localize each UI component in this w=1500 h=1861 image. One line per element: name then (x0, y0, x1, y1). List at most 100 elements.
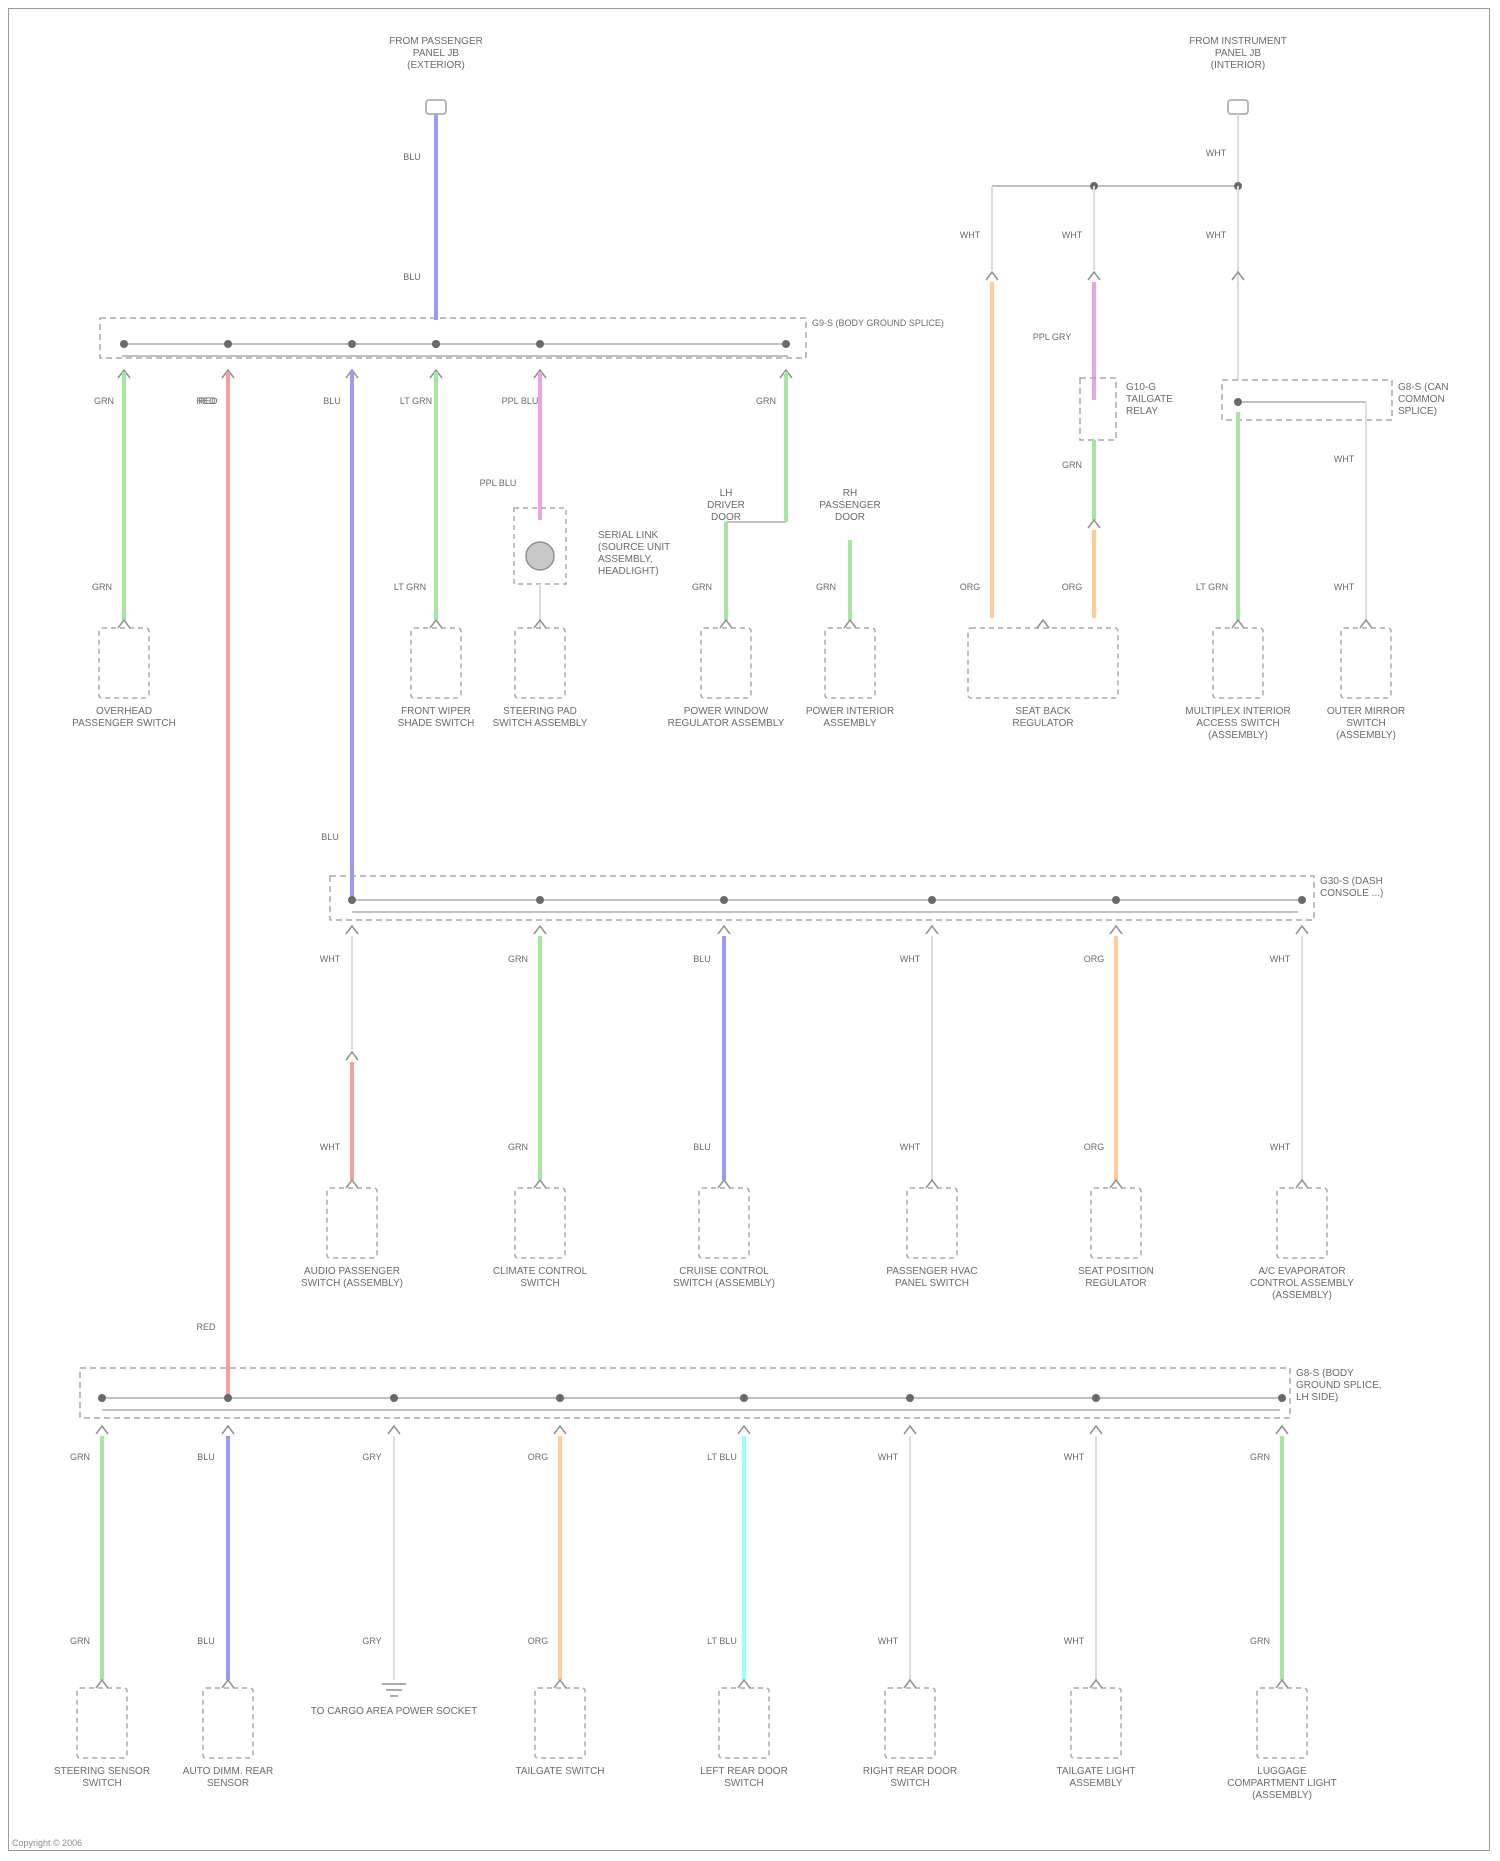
component-power-interior-body (825, 628, 875, 698)
component-row2-2-body (699, 1188, 749, 1258)
component-row2-0-connector (346, 1180, 358, 1188)
component-row3-4-label: LEFT REAR DOORSWITCH (700, 1766, 788, 1789)
junction-dot (782, 340, 790, 348)
wire-label-0: GRN (70, 1452, 90, 1462)
splice-label-violet: G10-GTAILGATERELAY (1126, 382, 1173, 417)
wire-label-0: WHT (320, 954, 341, 964)
component-row2-4-connector (1110, 1180, 1122, 1188)
source-label-right: FROM INSTRUMENTPANEL JB(INTERIOR) (1189, 36, 1287, 71)
component-row2-4-body (1091, 1188, 1141, 1258)
connector-pin (1088, 272, 1100, 280)
junction-dot (98, 1394, 106, 1402)
component-row3-5-connector (904, 1680, 916, 1688)
splice-label-top: G9-S (BODY GROUND SPLICE) (812, 318, 944, 328)
wire-label-3: WHT (900, 1142, 921, 1152)
component-seat-regulator-connector (1037, 620, 1049, 628)
wire-label-5: WHT (1270, 954, 1291, 964)
component-window-regulator-label: POWER WINDOWREGULATOR ASSEMBLY (668, 706, 785, 729)
wire-label-wht: WHT (1206, 230, 1227, 240)
splice-box-top (100, 318, 806, 358)
junction-dot (556, 1394, 564, 1402)
wire-label-red: RED (196, 396, 216, 406)
component-row3-4-connector (738, 1680, 750, 1688)
wire-label-3: ORG (528, 1452, 549, 1462)
wire-label-blu: BLU (321, 832, 339, 842)
component-outer-mirror-connector (1360, 620, 1372, 628)
wire-label-0: GRN (94, 396, 114, 406)
component-row2-0-body (327, 1188, 377, 1258)
wire-label-grn: GRN (692, 582, 712, 592)
wire-label-5: GRN (756, 396, 776, 406)
wire-label-grn: GRN (816, 582, 836, 592)
component-overhead-switch-connector (118, 620, 130, 628)
ground-label: TO CARGO AREA POWER SOCKET (311, 1706, 478, 1717)
splice-pin (346, 926, 358, 934)
wire-label-ltgrn: LT GRN (394, 582, 426, 592)
wire-label-grn: GRN (92, 582, 112, 592)
splice-pin (1296, 926, 1308, 934)
component-steering-pad-body (515, 628, 565, 698)
wire-label-1: GRN (508, 954, 528, 964)
junction-dot (1234, 398, 1242, 406)
wire-label-2: GRY (362, 1636, 381, 1646)
wire-label-4: ORG (1084, 954, 1105, 964)
splice-pin (904, 1426, 916, 1434)
wire-label-4: PPL BLU (502, 396, 539, 406)
splice-pin (738, 1426, 750, 1434)
wire-label-org: ORG (1062, 582, 1083, 592)
component-row2-2-connector (718, 1180, 730, 1188)
component-multiplex-switch-body (1213, 628, 1263, 698)
component-row2-1-body (515, 1188, 565, 1258)
component-row2-0-label: AUDIO PASSENGERSWITCH (ASSEMBLY) (301, 1266, 403, 1289)
component-row2-3-connector (926, 1180, 938, 1188)
component-row2-3-label: PASSENGER HVACPANEL SWITCH (886, 1266, 977, 1289)
component-steering-pad-label: STEERING PADSWITCH ASSEMBLY (493, 706, 588, 729)
component-row3-1-body (203, 1688, 253, 1758)
splice-pin (1090, 1426, 1102, 1434)
wire-label-3: WHT (900, 954, 921, 964)
junction-dot (390, 1394, 398, 1402)
component-row3-3-label: TAILGATE SWITCH (515, 1766, 604, 1777)
connector-pin (346, 1052, 358, 1060)
wire-label-6: WHT (1064, 1636, 1085, 1646)
component-power-interior-connector (844, 620, 856, 628)
component-overhead-switch-body (99, 628, 149, 698)
junction-dot (224, 340, 232, 348)
copyright-note: Copyright © 2006 (12, 1838, 82, 1848)
component-row3-0-connector (96, 1680, 108, 1688)
wire-label-6: WHT (1064, 1452, 1085, 1462)
wire-label-wht: WHT (1334, 582, 1355, 592)
junction-dot (348, 340, 356, 348)
component-outer-mirror-body (1341, 628, 1391, 698)
junction-dot (1278, 1394, 1286, 1402)
wire-label-grn: GRN (1062, 460, 1082, 470)
junction-dot (536, 340, 544, 348)
branch-label-right: RHPASSENGERDOOR (819, 488, 881, 523)
ground-icon (382, 1684, 406, 1696)
junction-dot (740, 1394, 748, 1402)
splice-pin (96, 1426, 108, 1434)
junction-dot (348, 896, 356, 904)
junction-dot (536, 896, 544, 904)
component-row2-3-body (907, 1188, 957, 1258)
wire-label-2: BLU (323, 396, 341, 406)
splice-pin (222, 1426, 234, 1434)
fuse-right (1228, 100, 1248, 114)
component-row3-3-body (535, 1688, 585, 1758)
wire-label-ltgrn: LT GRN (1196, 582, 1228, 592)
wire-label-org: ORG (960, 582, 981, 592)
component-row3-7-body (1257, 1688, 1307, 1758)
splice-pin (926, 926, 938, 934)
fuse-left (426, 100, 446, 114)
inline-device-label: SERIAL LINK(SOURCE UNITASSEMBLY,HEADLIGH… (598, 530, 670, 577)
wire-label-wht: WHT (960, 230, 981, 240)
